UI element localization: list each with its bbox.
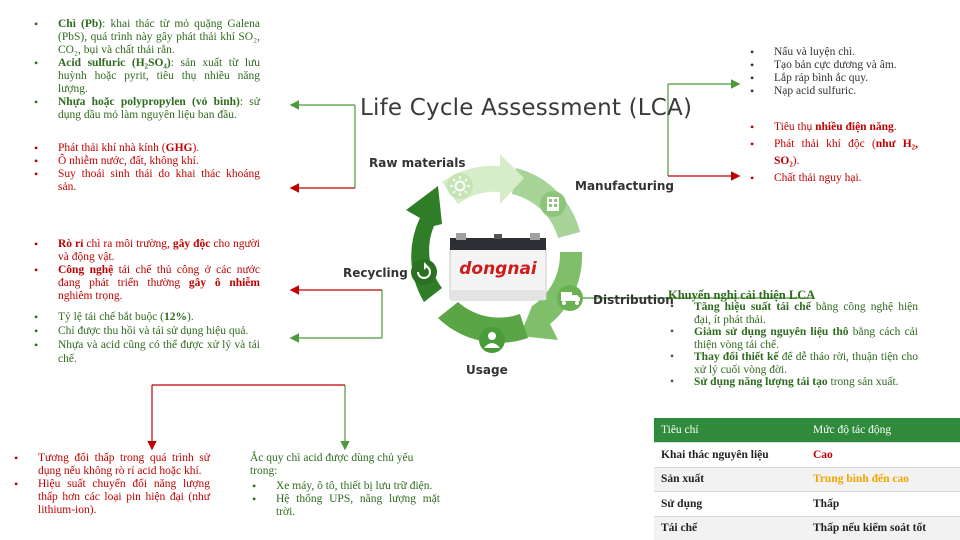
truck-icon [557, 285, 583, 311]
list-item: Suy thoái sinh thái do khai thác khoáng … [32, 168, 260, 194]
table-row: Khai thác nguyên liệu Cao [654, 442, 960, 468]
raw-materials-inputs: Chì (Pb): khai thác từ mỏ quặng Galena (… [32, 18, 260, 122]
list-item: Lắp ráp bình ắc quy. [748, 72, 948, 85]
manufacturing-steps: Nấu và luyện chì. Tạo bản cực dương và â… [748, 46, 948, 98]
list-item: Phát thải khí độc (như H₂, SO₂). [748, 136, 918, 170]
battery-brand: dongnai [459, 259, 538, 279]
list-item: Xe máy, ô tô, thiết bị lưu trữ điện. [250, 480, 440, 493]
list-item: Sử dụng năng lượng tái tạo trong sản xuấ… [668, 376, 918, 389]
battery-image: dongnai [449, 233, 547, 301]
list-item: Tạo bản cực dương và âm. [748, 59, 948, 72]
manufacturing-impacts: Tiêu thụ nhiều điện năng. Phát thải khí … [748, 119, 918, 187]
list-item: Thay đổi thiết kế để dễ tháo rời, thuận … [668, 351, 918, 376]
table-header-criteria: Tiêu chí [654, 418, 806, 443]
stage-usage: Usage [466, 363, 508, 377]
list-item: Tăng hiệu suất tái chế bằng công nghệ hi… [668, 301, 918, 326]
cycle-segment-distribution [520, 252, 583, 340]
sun-icon [447, 173, 473, 199]
table-row: Sản xuất Trung bình đến cao [654, 467, 960, 492]
list-item: Acid sulfuric (H₂SO₄): sản xuất từ lưu h… [32, 57, 260, 96]
usage-intro: Ắc quy chì acid được dùng chủ yếu trong: [250, 452, 414, 477]
table-cell: Sản xuất [654, 467, 806, 492]
building-icon [540, 191, 566, 217]
list-item: Phát thải khí nhà kính (GHG). [32, 142, 260, 155]
list-item: Chỉ được thu hồi và tái sử dụng hiệu quả… [32, 324, 260, 338]
list-item: Hệ thống UPS, năng lượng mặt trời. [250, 493, 440, 519]
table-cell: Sử dụng [654, 491, 806, 517]
list-item: Chất thải nguy hại. [748, 170, 918, 187]
stage-recycling: Recycling [343, 266, 408, 280]
impact-table: Tiêu chí Mức độ tác động Khai thác nguyê… [654, 418, 960, 540]
table-header-impact: Mức độ tác động [806, 418, 960, 443]
list-item: Tương đối thấp trong quá trình sử dụng n… [12, 452, 210, 478]
table-row: Tái chế Thấp nếu kiểm soát tốt [654, 516, 960, 540]
list-item: Nhựa hoặc polypropylen (vỏ bình): sử dụn… [32, 96, 260, 122]
table-cell: Tái chế [654, 516, 806, 540]
impact-value: Thấp [806, 491, 960, 517]
list-item: Hiệu suất chuyển đổi năng lượng thấp hơn… [12, 478, 210, 517]
list-item: Ô nhiễm nước, đất, không khí. [32, 155, 260, 168]
list-item: Nấu và luyện chì. [748, 46, 948, 59]
list-item: Giảm sử dụng nguyên liệu thô bằng cách c… [668, 326, 918, 351]
lca-cycle-diagram [406, 154, 583, 353]
stage-manufacturing: Manufacturing [575, 179, 674, 193]
list-item: Chì (Pb): khai thác từ mỏ quặng Galena (… [32, 18, 260, 57]
table-header-row: Tiêu chí Mức độ tác động [654, 418, 960, 443]
recycle-icon [411, 259, 437, 285]
stage-distribution: Distribution [593, 293, 674, 307]
list-item: Tỷ lệ tái chế bắt buộc (12%). [32, 310, 260, 324]
list-item: Nhựa và acid cũng có thể được xử lý và t… [32, 338, 260, 366]
raw-materials-impacts: Phát thải khí nhà kính (GHG). Ô nhiễm nư… [32, 142, 260, 194]
page-title: Life Cycle Assessment (LCA) [360, 95, 693, 121]
impact-value: Trung bình đến cao [806, 467, 960, 492]
recycling-notes: Tỷ lệ tái chế bắt buộc (12%). Chỉ được t… [32, 310, 260, 366]
recommendations-list: Tăng hiệu suất tái chế bằng công nghệ hi… [668, 301, 918, 389]
usage-applications: Ắc quy chì acid được dùng chủ yếu trong:… [250, 452, 440, 519]
usage-impacts: Tương đối thấp trong quá trình sử dụng n… [12, 452, 210, 517]
user-icon [479, 327, 505, 353]
cycle-segment-usage [438, 302, 528, 343]
table-cell: Khai thác nguyên liệu [654, 442, 806, 468]
table-row: Sử dụng Thấp [654, 491, 960, 517]
impact-value: Cao [806, 442, 960, 468]
recycling-impacts: Rò rỉ chì ra môi trường, gây độc cho ngư… [32, 238, 260, 303]
impact-value: Thấp nếu kiểm soát tốt [806, 516, 960, 540]
stage-raw-materials: Raw materials [369, 156, 466, 170]
list-item: Tiêu thụ nhiều điện năng. [748, 119, 918, 136]
list-item: Rò rỉ chì ra môi trường, gây độc cho ngư… [32, 238, 260, 264]
list-item: Công nghệ tái chế thủ công ở các nước đa… [32, 264, 260, 303]
recommendations-title: Khuyến nghị cải thiện LCA [668, 288, 816, 302]
list-item: Nạp acid sulfuric. [748, 85, 948, 98]
